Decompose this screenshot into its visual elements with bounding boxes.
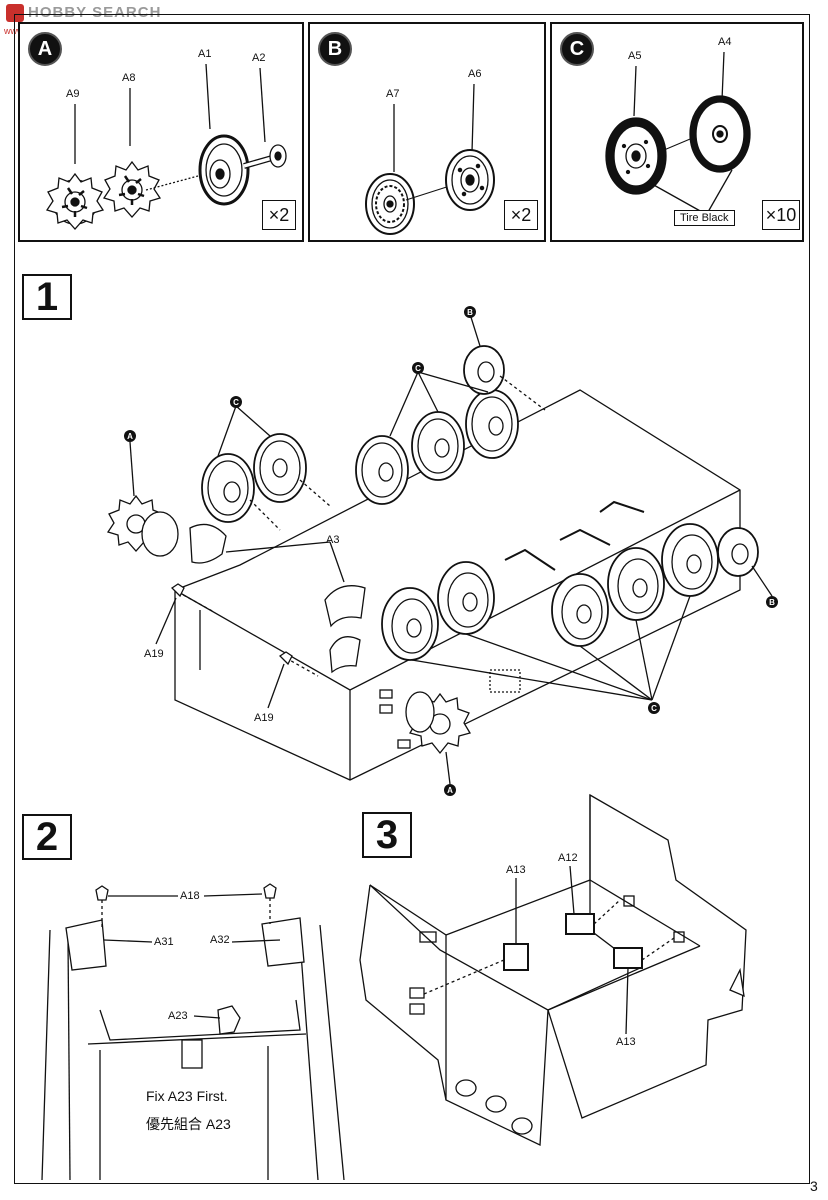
step-1-number: 1	[22, 274, 72, 320]
subassembly-b-panel: B A7 A6 ×2	[308, 22, 546, 242]
callout-c-left: C	[230, 396, 242, 408]
badge-c: C	[560, 32, 594, 66]
multiplier-a: ×2	[262, 200, 296, 230]
page-frame	[14, 14, 810, 1184]
subassembly-a-panel: A A9 A8 A1 A2	[18, 22, 304, 242]
part-label-a4: A4	[718, 36, 732, 48]
page-number: 3	[810, 1178, 818, 1194]
step-2-number: 2	[22, 814, 72, 860]
watermark-text: HOBBY SEARCH	[28, 4, 162, 21]
part-label-a12: A12	[558, 852, 578, 864]
callout-a-bottom: A	[444, 784, 456, 796]
note-fix-a23-english: Fix A23 First.	[146, 1088, 228, 1104]
multiplier-c: ×10	[762, 200, 800, 230]
part-label-a1: A1	[198, 48, 212, 60]
watermark-logo	[6, 4, 24, 22]
part-label-a19-left: A19	[144, 648, 164, 660]
callout-a-top: A	[124, 430, 136, 442]
paint-note-tire-black: Tire Black	[674, 210, 735, 226]
part-label-a32: A32	[210, 934, 230, 946]
part-label-a18: A18	[180, 890, 200, 902]
part-label-a2: A2	[252, 52, 266, 64]
part-label-a23: A23	[168, 1010, 188, 1022]
sprocket-assembly-illustration	[45, 63, 287, 230]
note-fix-a23-chinese: 優先組合 A23	[146, 1116, 231, 1132]
part-label-a7: A7	[386, 88, 400, 100]
part-label-a5: A5	[628, 50, 642, 62]
part-label-a8: A8	[122, 72, 136, 84]
badge-b: B	[318, 32, 352, 66]
part-label-a19-right: A19	[254, 712, 274, 724]
callout-c-bottom: C	[648, 702, 660, 714]
part-label-a3: A3	[326, 534, 340, 546]
road-wheel-c-illustration	[605, 51, 751, 213]
part-label-a31: A31	[154, 936, 174, 948]
part-label-a9: A9	[66, 88, 80, 100]
callout-b-right: B	[766, 596, 778, 608]
callout-c-center: C	[412, 362, 424, 374]
part-label-a13-top: A13	[506, 864, 526, 876]
callout-b-top: B	[464, 306, 476, 318]
part-label-a6: A6	[468, 68, 482, 80]
multiplier-b: ×2	[504, 200, 538, 230]
subassembly-c-panel: C A5 A4 Tire Black ×10	[550, 22, 804, 242]
step-3-number: 3	[362, 812, 412, 858]
badge-a: A	[28, 32, 62, 66]
road-wheel-b-illustration	[365, 83, 495, 235]
step-1-hull-running-gear-illustration	[106, 313, 773, 785]
part-label-a13-bottom: A13	[616, 1036, 636, 1048]
